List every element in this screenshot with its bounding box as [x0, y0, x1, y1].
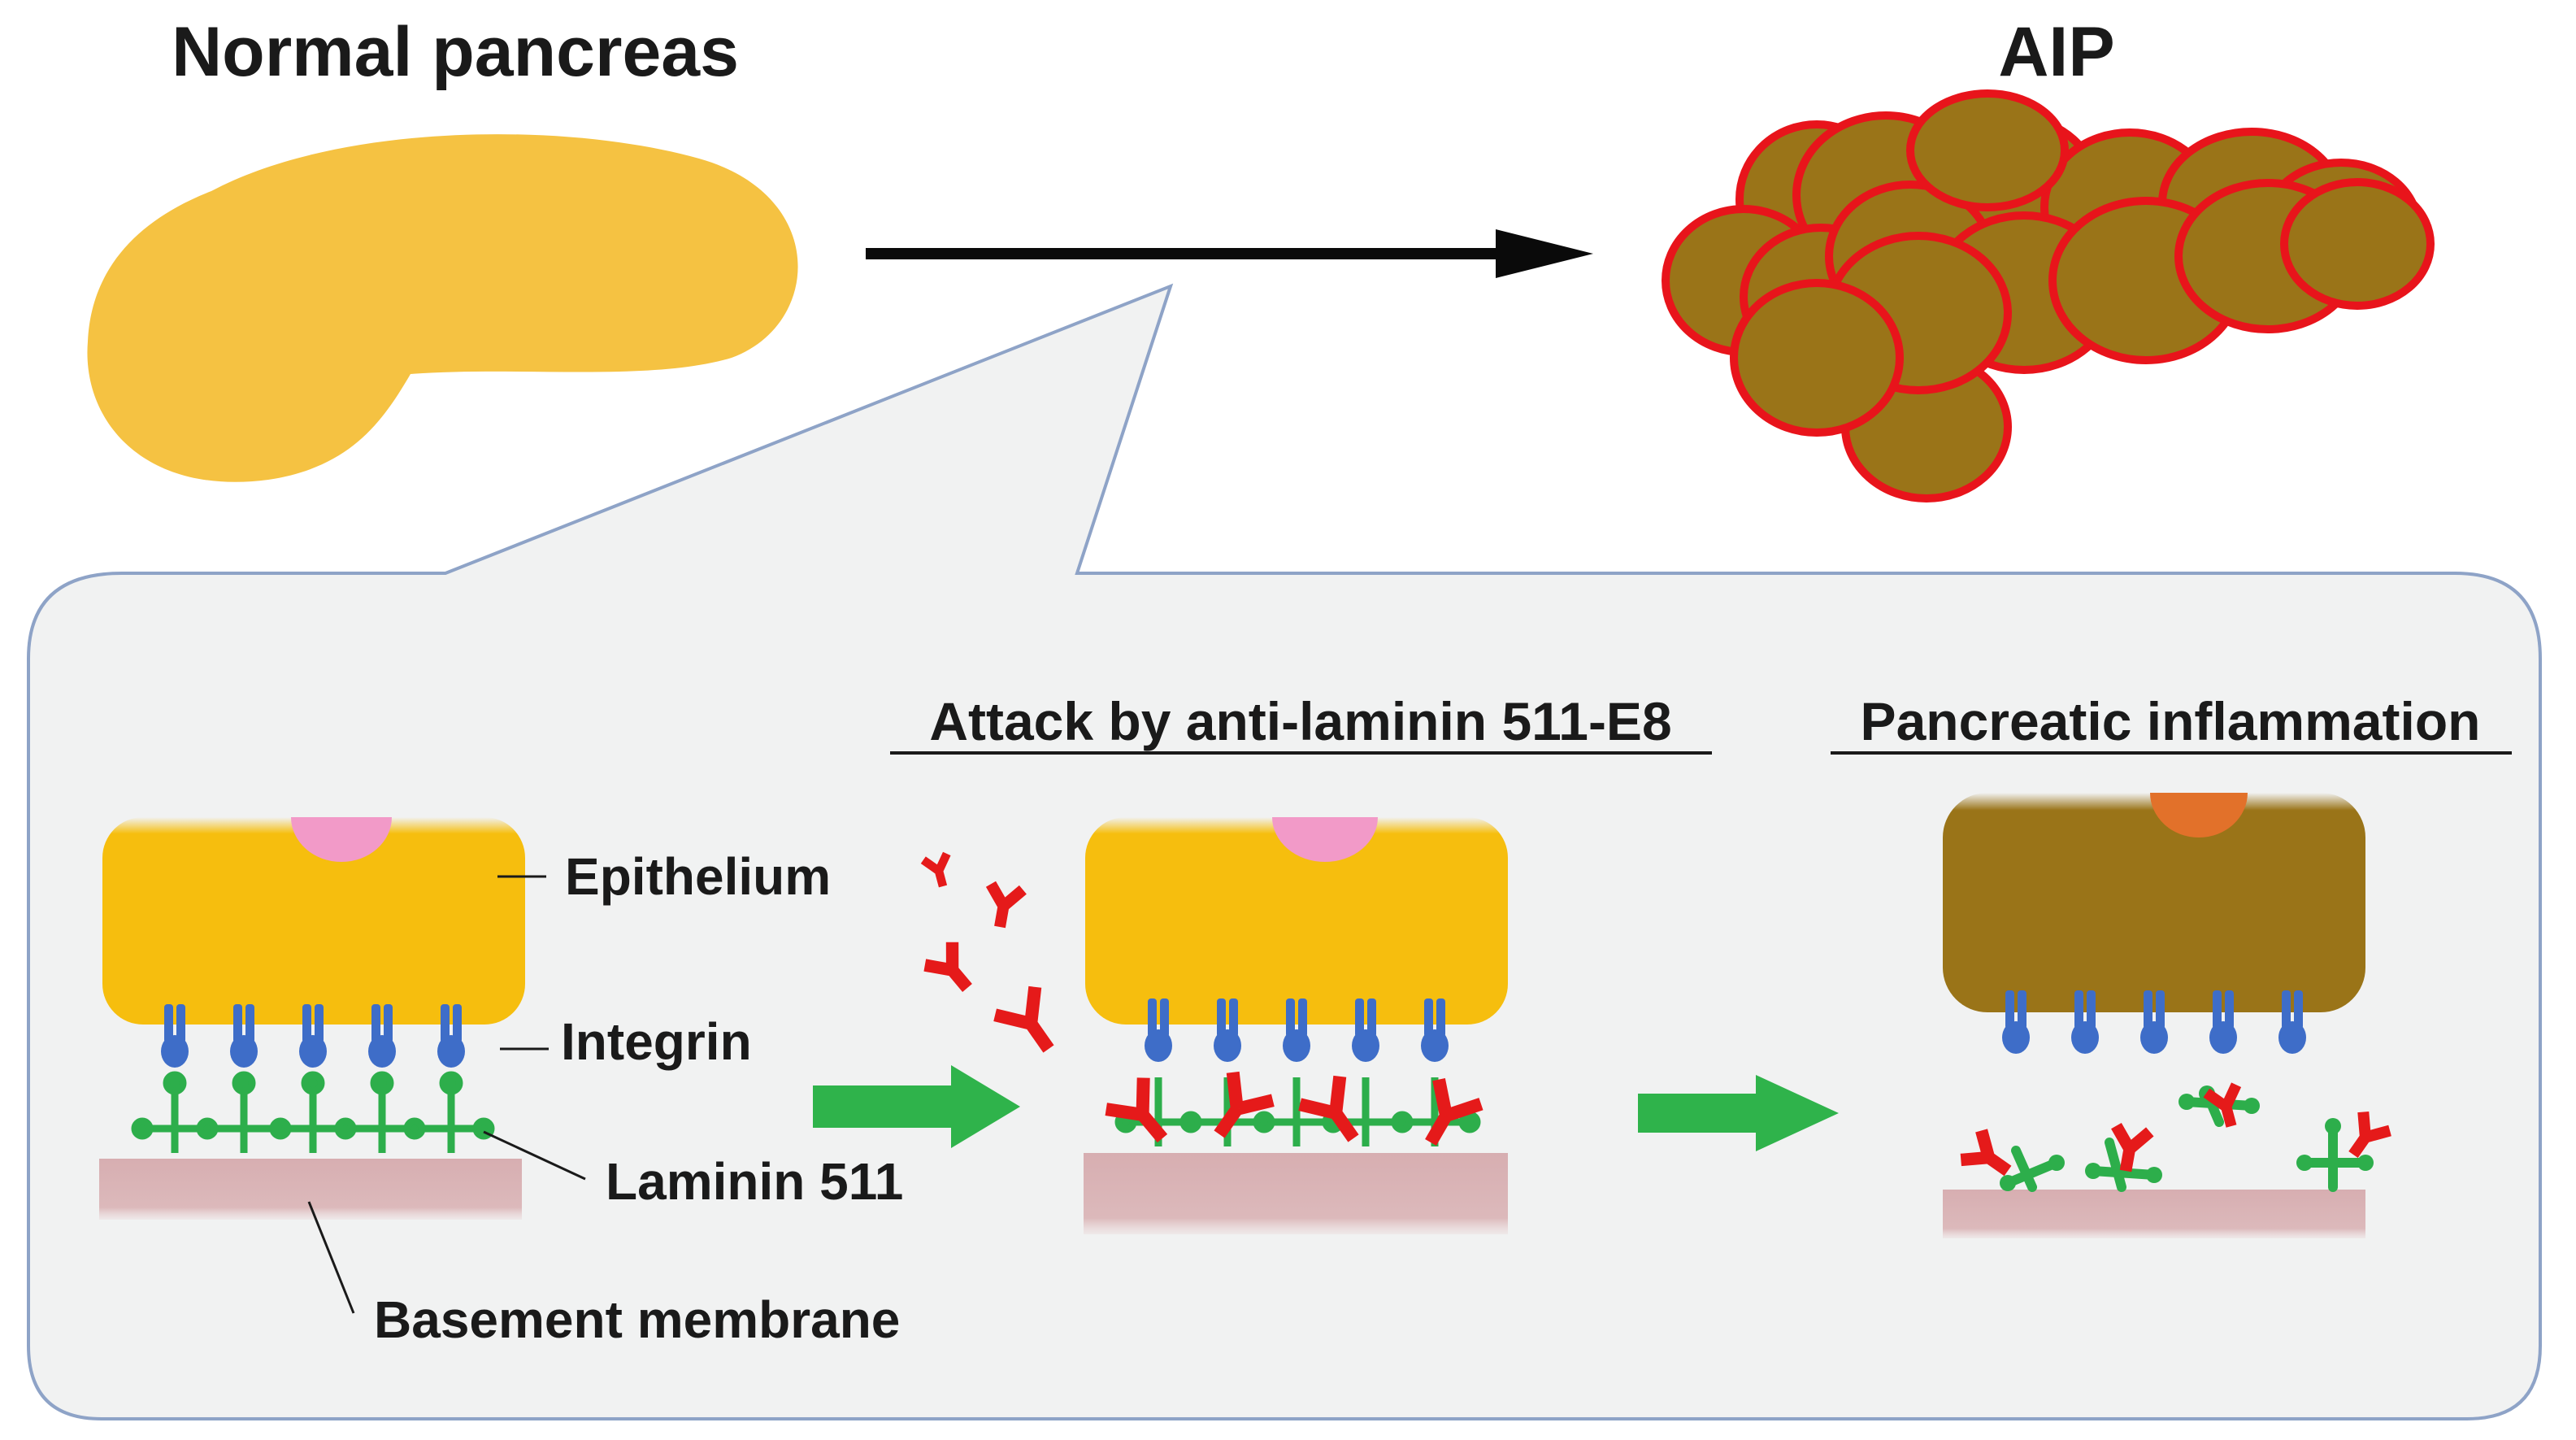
basement-membrane-leader [307, 1201, 355, 1314]
integrin-label: Integrin [561, 1012, 752, 1071]
stage-normal: Epithelium Integrin Laminin 511 Basement… [99, 817, 903, 1349]
epithelium-cell-attack [1085, 817, 1508, 1025]
step-arrow-2-icon [1638, 1075, 1839, 1151]
epithelium-cell [102, 817, 525, 1025]
laminin-label: Laminin 511 [606, 1152, 903, 1211]
basement-membrane [99, 1159, 522, 1220]
basement-membrane-attack [1084, 1153, 1508, 1234]
inflammation-heading: Pancreatic inflammation [1861, 691, 2481, 751]
aip-title: AIP [1998, 13, 2114, 91]
step-arrow-1-icon [813, 1065, 1020, 1148]
laminin-leader [483, 1130, 586, 1181]
nucleus-attack [1272, 817, 1378, 862]
aip-pancreas-cluster [1662, 89, 2435, 502]
laminin-network [131, 1071, 495, 1153]
inflamed-nucleus [2150, 793, 2248, 837]
stage-attack [923, 817, 1508, 1234]
attack-heading: Attack by anti-laminin 511-E8 [929, 691, 1671, 751]
basement-membrane-inflamed [1943, 1190, 2365, 1238]
stage-inflammation [1943, 793, 2390, 1238]
epithelium-label: Epithelium [565, 847, 831, 906]
normal-pancreas-shape [87, 134, 798, 482]
nucleus [291, 817, 392, 862]
basement-membrane-label: Basement membrane [374, 1290, 900, 1349]
inflamed-epithelium-cell [1943, 793, 2365, 1012]
normal-pancreas-title: Normal pancreas [172, 13, 739, 91]
main-arrow-icon [866, 229, 1593, 278]
